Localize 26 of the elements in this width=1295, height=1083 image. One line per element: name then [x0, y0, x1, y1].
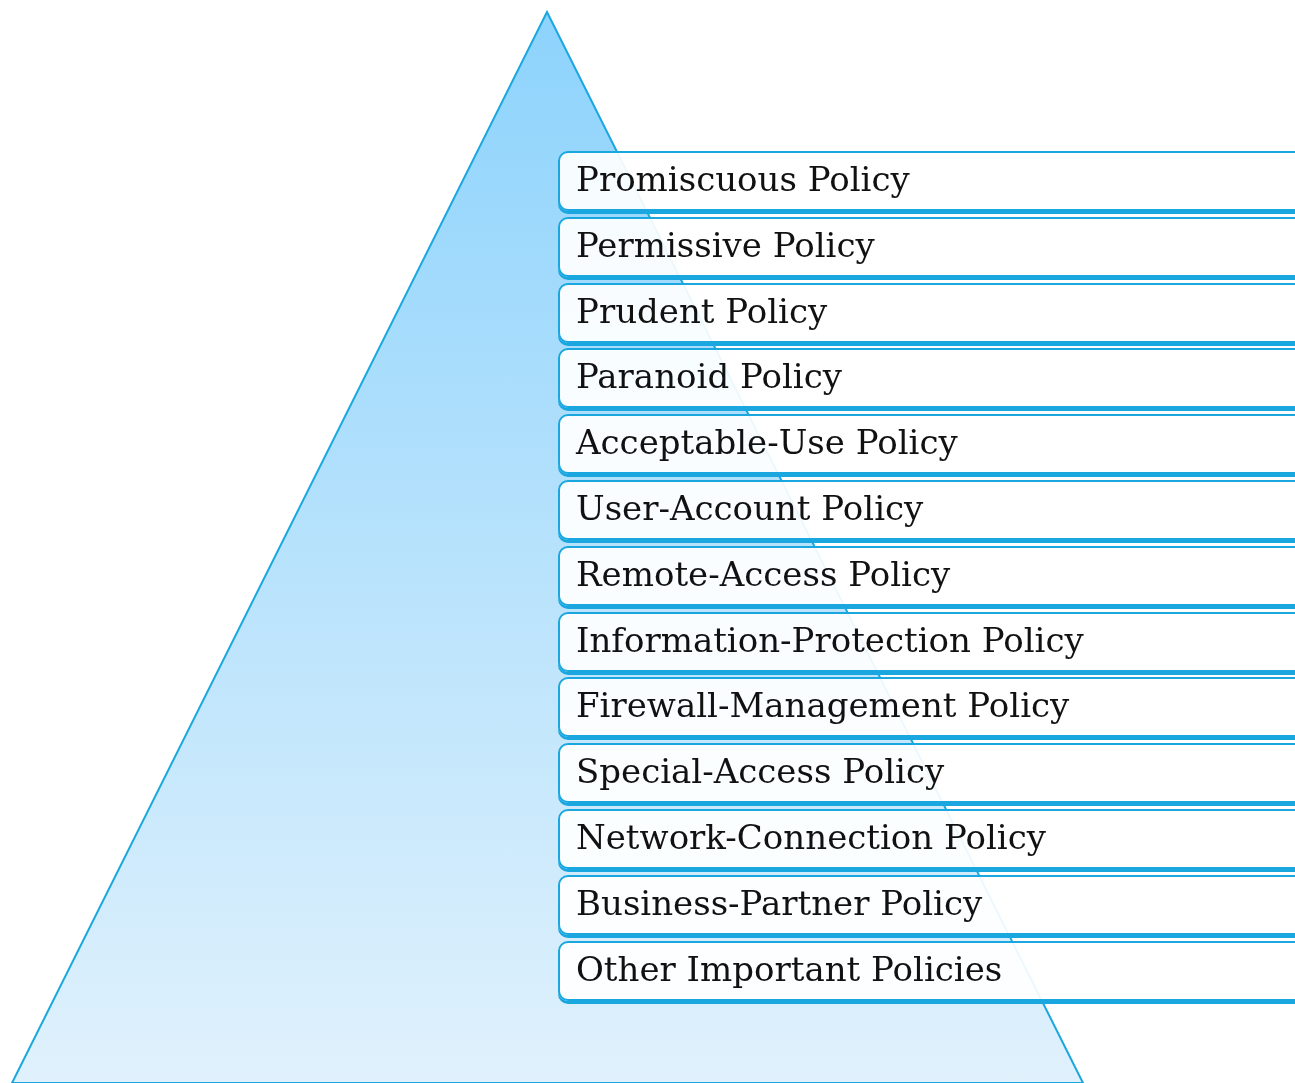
policy-bar	[558, 874, 1295, 935]
policy-bar	[558, 282, 1295, 343]
policy-label: Acceptable-Use Policy	[576, 422, 958, 463]
policy-bar	[558, 677, 1295, 738]
policy-bar	[558, 151, 1295, 211]
policy-label: Information-Protection Policy	[576, 619, 1084, 660]
policy-label: Remote-Access Policy	[576, 553, 951, 594]
policy-label: Paranoid Policy	[576, 356, 842, 397]
policy-bar	[558, 743, 1295, 804]
policy-bar	[558, 611, 1295, 672]
policy-label: Other Important Policies	[576, 948, 1003, 989]
policy-bar	[558, 348, 1295, 409]
policy-bar	[558, 809, 1295, 869]
policy-label: Promiscuous Policy	[576, 159, 910, 199]
policy-bar	[558, 414, 1295, 475]
policy-bar	[558, 940, 1295, 1001]
policy-label: Firewall-Management Policy	[576, 685, 1070, 726]
policy-bar	[558, 545, 1295, 606]
policy-label: Network-Connection Policy	[576, 817, 1046, 857]
policy-bar	[558, 480, 1295, 540]
policy-label: Special-Access Policy	[576, 751, 945, 792]
policy-label: Business-Partner Policy	[576, 882, 983, 923]
policy-label: User-Account Policy	[576, 488, 924, 528]
policy-label: Permissive Policy	[576, 224, 875, 265]
policy-bar	[558, 216, 1295, 277]
policy-label: Prudent Policy	[576, 290, 828, 331]
